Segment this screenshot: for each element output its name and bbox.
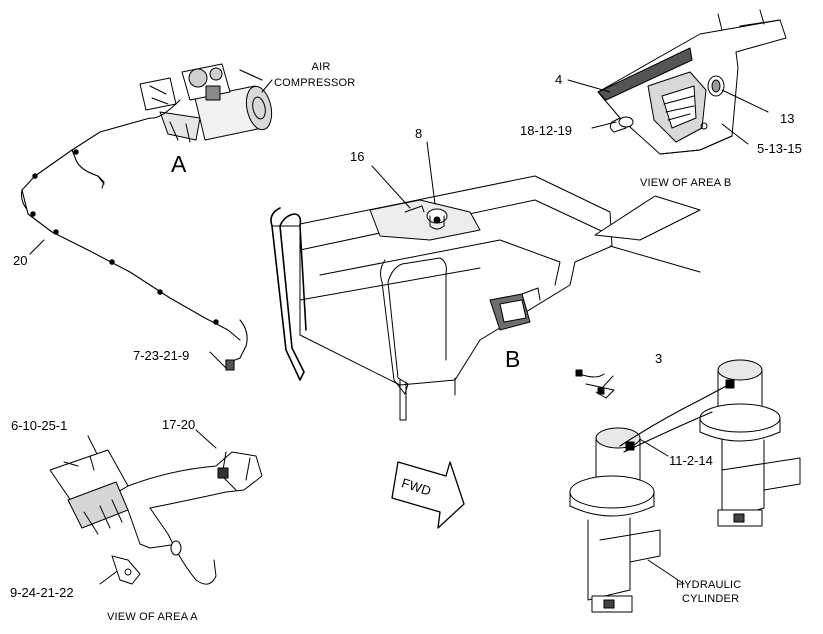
- harness-20: [20, 117, 248, 371]
- callout-3: 3: [655, 351, 663, 366]
- air-compressor-label-line2: COMPRESSOR: [274, 77, 356, 89]
- callout-18-12-19: 18-12-19: [520, 123, 573, 138]
- view-area-b-drawing: [597, 9, 787, 155]
- callout-13: 13: [780, 111, 795, 126]
- hydraulic-cylinder-drawing: [569, 359, 801, 613]
- area-a-marker: A: [171, 151, 187, 177]
- view-area-a-drawing: [49, 449, 263, 585]
- callout-6-10-25-1: 6-10-25-1: [11, 418, 68, 433]
- view-area-b-caption: VIEW OF AREA B: [640, 177, 732, 189]
- part-3-harness: [575, 369, 615, 399]
- callout-4: 4: [555, 72, 563, 87]
- view-area-a-caption: VIEW OF AREA A: [107, 611, 198, 623]
- platform-drawing: [270, 175, 701, 421]
- callout-5-13-15: 5-13-15: [757, 141, 802, 156]
- hydraulic-cylinder-label-line1: HYDRAULIC: [676, 579, 742, 591]
- air-compressor-drawing: [139, 63, 273, 143]
- callout-7-23-21-9: 7-23-21-9: [133, 348, 190, 363]
- hydraulic-cylinder-label-line2: CYLINDER: [682, 593, 740, 605]
- fwd-arrow: [391, 461, 465, 529]
- air-compressor-label-line1: AIR: [311, 61, 331, 73]
- callout-16: 16: [350, 149, 365, 164]
- callout-8: 8: [415, 126, 423, 141]
- callout-17-20: 17-20: [162, 417, 196, 432]
- callout-9-24-21-22: 9-24-21-22: [10, 585, 74, 600]
- area-b-marker: B: [505, 346, 521, 372]
- callout-11-2-14: 11-2-14: [669, 453, 713, 468]
- callout-20: 20: [13, 253, 28, 268]
